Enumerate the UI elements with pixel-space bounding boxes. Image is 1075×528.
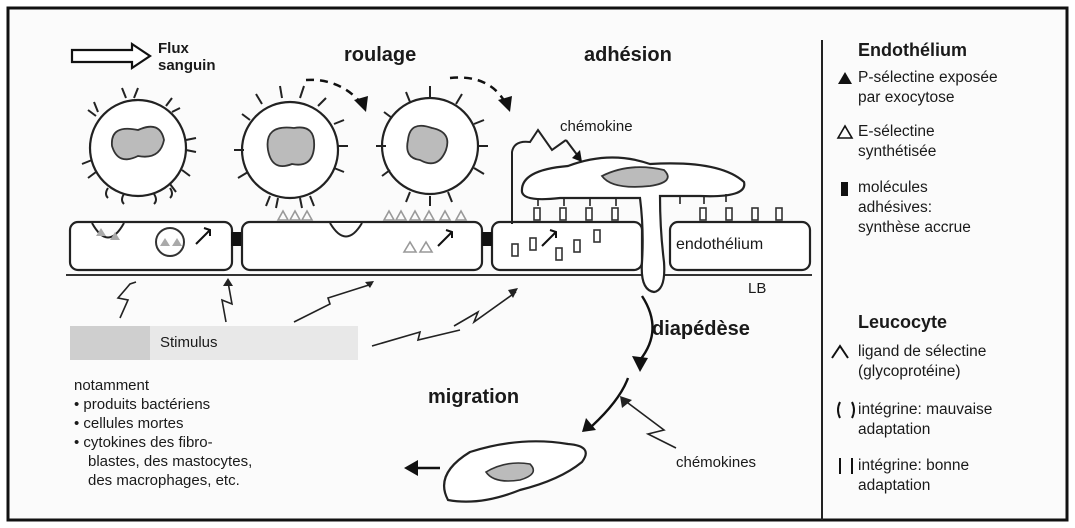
stimulus-item: des macrophages, etc. (74, 471, 252, 490)
legend-text: molécules (858, 178, 971, 198)
stimulus-list: notamment • produits bactériens • cellul… (74, 376, 252, 490)
chemokine-top-label: chémokine (560, 118, 633, 135)
legend-text: (glycoprotéine) (858, 362, 986, 382)
stimulus-item: • cytokines des fibro- (74, 433, 252, 452)
legend-text: E-sélectine (858, 122, 936, 142)
legend-adhesion-molecules: molécules adhésives: synthèse accrue (858, 178, 971, 238)
stimulus-item: • cellules mortes (74, 414, 252, 433)
legend-endothelium-title: Endothélium (858, 40, 967, 61)
legend-text: intégrine: bonne (858, 456, 969, 476)
legend-text: synthèse accrue (858, 218, 971, 238)
junction-2 (482, 232, 492, 246)
blood-flow-line1: Flux (158, 40, 216, 57)
legend-text: adhésives: (858, 198, 971, 218)
endothelium-tissue-label: endothélium (676, 236, 763, 254)
legend-text: adaptation (858, 476, 969, 496)
junction-1 (231, 232, 241, 246)
step-rolling-label: roulage (344, 44, 416, 67)
legend-leukocyte-title: Leucocyte (858, 312, 947, 333)
legend-text: ligand de sélectine (858, 342, 986, 362)
legend-p-selectin: P-sélectine exposée par exocytose (858, 68, 998, 108)
basal-lamina-label: LB (748, 280, 766, 297)
stimulus-item: blastes, des mastocytes, (74, 452, 252, 471)
blood-flow-line2: sanguin (158, 57, 216, 74)
legend-text: synthétisée (858, 142, 936, 162)
step-adhesion-label: adhésion (584, 44, 672, 67)
legend-integrin-good: intégrine: bonne adaptation (858, 456, 969, 496)
stimulus-intro: notamment (74, 376, 252, 395)
legend-text: par exocytose (858, 88, 998, 108)
legend-text: intégrine: mauvaise (858, 400, 992, 420)
step-migration-label: migration (428, 386, 519, 409)
stimulus-title: Stimulus (160, 334, 218, 351)
legend-e-selectin: E-sélectine synthétisée (858, 122, 936, 162)
endothelial-cell-2 (242, 222, 482, 270)
legend-text: P-sélectine exposée (858, 68, 998, 88)
blood-flow-label: Flux sanguin (158, 40, 216, 74)
step-diapedesis-label: diapédèse (652, 318, 750, 341)
chemokines-bottom-label: chémokines (676, 454, 756, 471)
stimulus-item: • produits bactériens (74, 395, 252, 414)
legend-integrin-poor: intégrine: mauvaise adaptation (858, 400, 992, 440)
legend-text: adaptation (858, 420, 992, 440)
legend-selectin-ligand: ligand de sélectine (glycoprotéine) (858, 342, 986, 382)
